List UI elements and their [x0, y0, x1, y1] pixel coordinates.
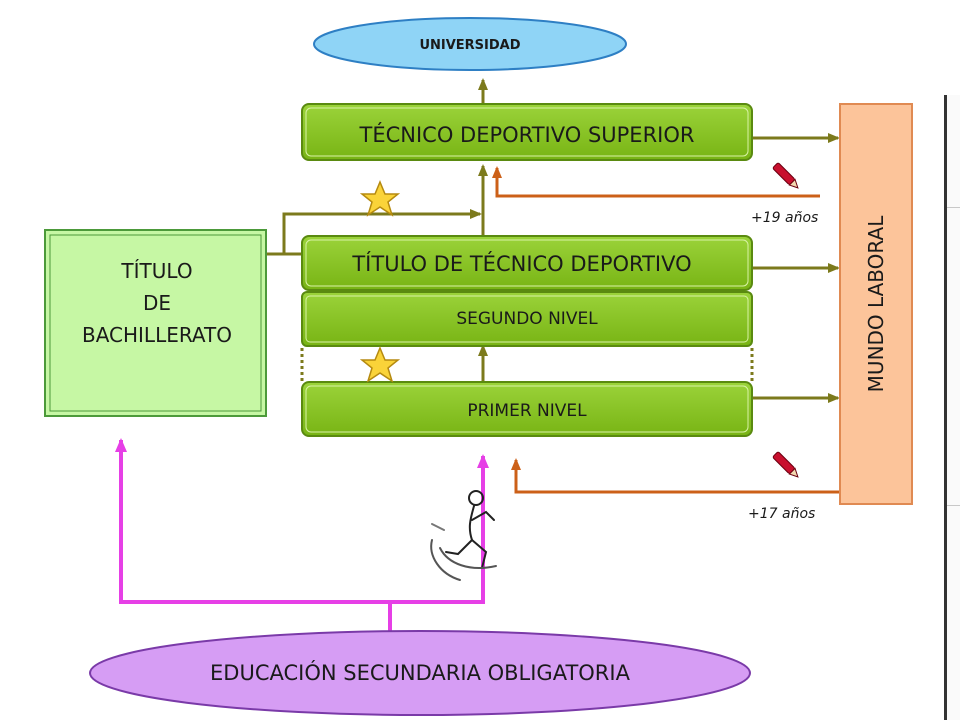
mundo-laboral-label: MUNDO LABORAL	[864, 215, 888, 393]
node-universidad: UNIVERSIDAD	[313, 17, 627, 71]
runner-icon	[430, 490, 497, 581]
bachillerato-label-line3: BACHILLERATO	[82, 323, 232, 347]
universidad-label: UNIVERSIDAD	[419, 38, 520, 53]
age-19-label: +19 años	[751, 210, 818, 226]
star-icon	[359, 346, 401, 383]
primer-nivel-label: PRIMER NIVEL	[467, 401, 587, 421]
edge-separator	[947, 505, 960, 506]
arrow-age19-to-superior	[492, 166, 820, 198]
magenta-connectors	[115, 438, 489, 632]
node-primer-nivel: PRIMER NIVEL	[301, 381, 753, 437]
star-icon	[359, 180, 401, 217]
pencil-icon	[772, 162, 799, 189]
eso-label: EDUCACIÓN SECUNDARIA OBLIGATORIA	[210, 660, 631, 685]
arrow-eso-to-bachillerato	[115, 438, 392, 632]
node-eso: EDUCACIÓN SECUNDARIA OBLIGATORIA	[89, 630, 751, 716]
arrow-eso-to-primer	[390, 454, 489, 604]
tecnico-superior-label: TÉCNICO DEPORTIVO SUPERIOR	[359, 122, 695, 147]
orange-connectors	[492, 166, 840, 494]
arrow-age17-to-primer	[511, 458, 840, 494]
age-17-label: +17 años	[748, 506, 815, 522]
edge-separator	[947, 207, 960, 208]
right-edge-panel	[944, 95, 960, 720]
bachillerato-label-line2: DE	[143, 291, 171, 315]
pencil-icon	[772, 451, 799, 478]
node-segundo-nivel: SEGUNDO NIVEL	[301, 291, 753, 347]
node-bachillerato: TÍTULO DE BACHILLERATO	[44, 229, 267, 417]
titulo-tecnico-label: TÍTULO DE TÉCNICO DEPORTIVO	[351, 251, 691, 276]
segundo-nivel-label: SEGUNDO NIVEL	[456, 309, 598, 329]
node-mundo-laboral: MUNDO LABORAL	[839, 103, 913, 505]
bachillerato-label-line1: TÍTULO	[120, 259, 192, 283]
node-titulo-tecnico: TÍTULO DE TÉCNICO DEPORTIVO	[301, 235, 753, 291]
olive-connectors	[266, 78, 840, 403]
node-tecnico-superior: TÉCNICO DEPORTIVO SUPERIOR	[301, 103, 753, 161]
